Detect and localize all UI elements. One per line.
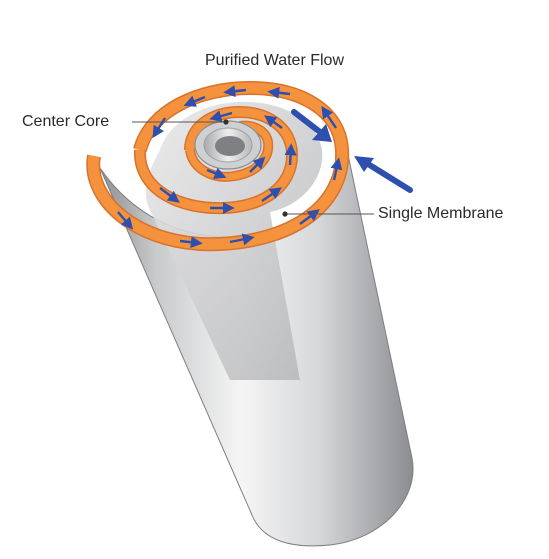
leader-lines	[132, 121, 374, 215]
flow-arrows	[117, 85, 343, 249]
leader-dot-core	[223, 119, 229, 125]
center-core-label: Center Core	[22, 113, 110, 130]
inlet-arrows	[291, 109, 413, 193]
diagram-title: Purified Water Flow	[205, 52, 344, 69]
leader-dot-membrane	[282, 211, 288, 217]
single-membrane-label: Single Membrane	[378, 205, 504, 222]
